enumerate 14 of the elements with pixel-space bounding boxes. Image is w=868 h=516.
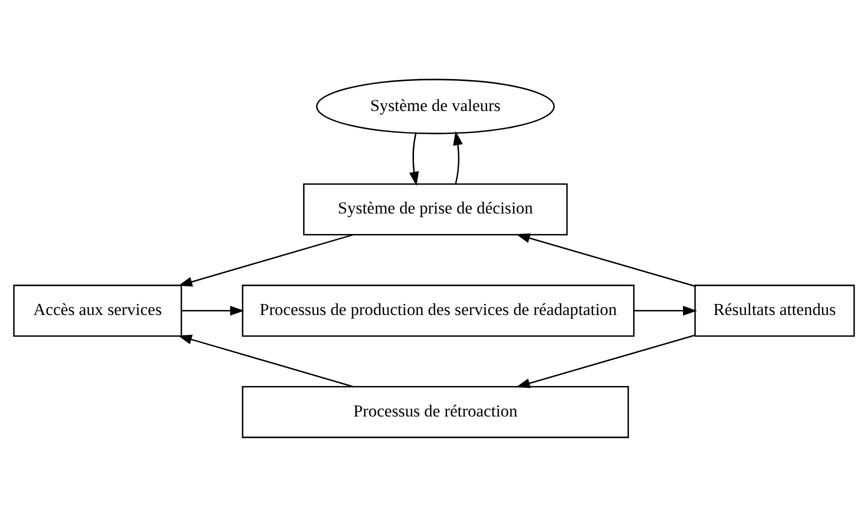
- arrow: [178, 334, 354, 387]
- arrow: [516, 334, 696, 388]
- node-box: Résultats attendus: [694, 284, 855, 336]
- arrow: [453, 130, 463, 184]
- arrow: [634, 305, 698, 316]
- arrow: [178, 234, 354, 286]
- node-box: Accès aux services: [13, 284, 182, 336]
- node-box: Processus de rétroaction: [242, 386, 629, 438]
- node-box: Système de prise de décision: [303, 182, 568, 235]
- node-box: Processus de production des services de réadaptation: [242, 284, 635, 336]
- arrow: [181, 305, 244, 316]
- node-ellipse: Système de valeurs: [316, 78, 555, 134]
- arrow: [409, 132, 419, 186]
- arrow: [516, 232, 695, 286]
